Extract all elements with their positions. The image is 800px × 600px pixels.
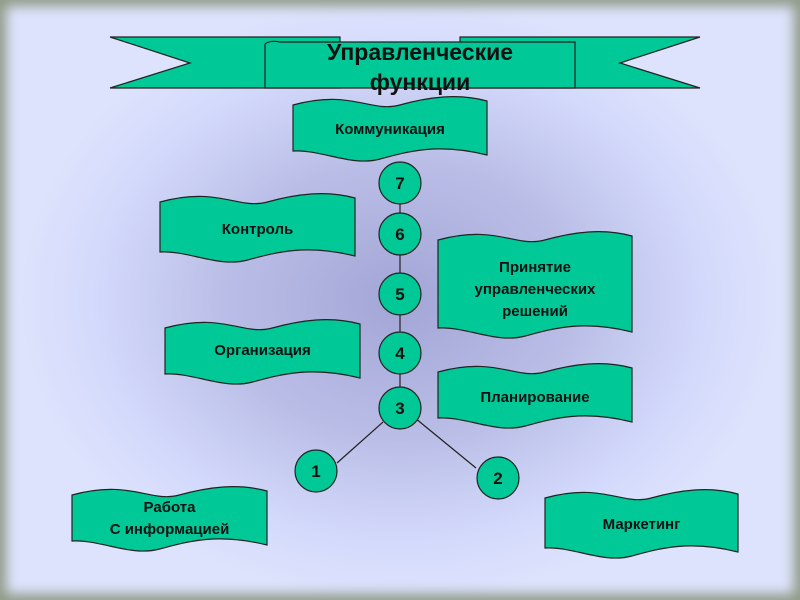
node-label: 2 xyxy=(493,469,502,488)
banner-marketing: Маркетинг xyxy=(544,489,739,559)
node-label: 6 xyxy=(395,225,404,244)
banner-label: решений xyxy=(502,303,568,320)
node-6: 6 xyxy=(378,212,422,256)
title-ribbon: Управленческие функции xyxy=(109,36,701,95)
node-4: 4 xyxy=(378,331,422,375)
banner-shape xyxy=(437,231,633,339)
connector-3-2 xyxy=(414,417,477,469)
node-circle xyxy=(476,456,520,500)
title-line-1: Управленческие xyxy=(327,39,513,65)
node-1: 1 xyxy=(294,449,338,493)
node-7: 7 xyxy=(378,161,422,205)
banner-label: Маркетинг xyxy=(603,516,681,533)
node-label: 1 xyxy=(311,462,320,481)
banner-information-work: Работа С информацией xyxy=(71,486,268,552)
banner-shape xyxy=(437,363,633,429)
node-label: 4 xyxy=(395,344,405,363)
node-3: 3 xyxy=(378,386,422,430)
banner-planning: Планирование xyxy=(437,363,633,429)
node-2: 2 xyxy=(476,456,520,500)
node-circle xyxy=(378,212,422,256)
node-label: 3 xyxy=(395,399,404,418)
banner-shape xyxy=(159,193,356,263)
banner-organization: Организация xyxy=(164,319,361,385)
banner-decision-making: Принятие управленческих решений xyxy=(437,231,633,339)
banner-label: С информацией xyxy=(110,521,230,538)
node-circle xyxy=(378,272,422,316)
banner-shape xyxy=(71,486,268,552)
banner-label: Принятие xyxy=(499,259,571,276)
banner-label: Коммуникация xyxy=(335,121,445,138)
node-5: 5 xyxy=(378,272,422,316)
title-line-2: функции xyxy=(370,69,470,95)
node-circle xyxy=(294,449,338,493)
banner-shape xyxy=(544,489,739,559)
banner-label: Планирование xyxy=(480,389,589,406)
banner-label: Работа xyxy=(144,499,197,516)
ribbon-center xyxy=(264,40,576,89)
connector-3-1 xyxy=(336,421,384,464)
node-label: 7 xyxy=(395,174,404,193)
node-circle xyxy=(378,386,422,430)
banner-label: Контроль xyxy=(222,221,293,238)
banner-shape xyxy=(292,96,488,162)
node-circle xyxy=(378,161,422,205)
banner-control: Контроль xyxy=(159,193,356,263)
node-circle xyxy=(378,331,422,375)
banner-communication: Коммуникация xyxy=(292,96,488,162)
banner-label: Организация xyxy=(214,342,311,359)
banner-shape xyxy=(164,319,361,385)
node-label: 5 xyxy=(395,285,404,304)
banner-label: управленческих xyxy=(475,281,597,298)
